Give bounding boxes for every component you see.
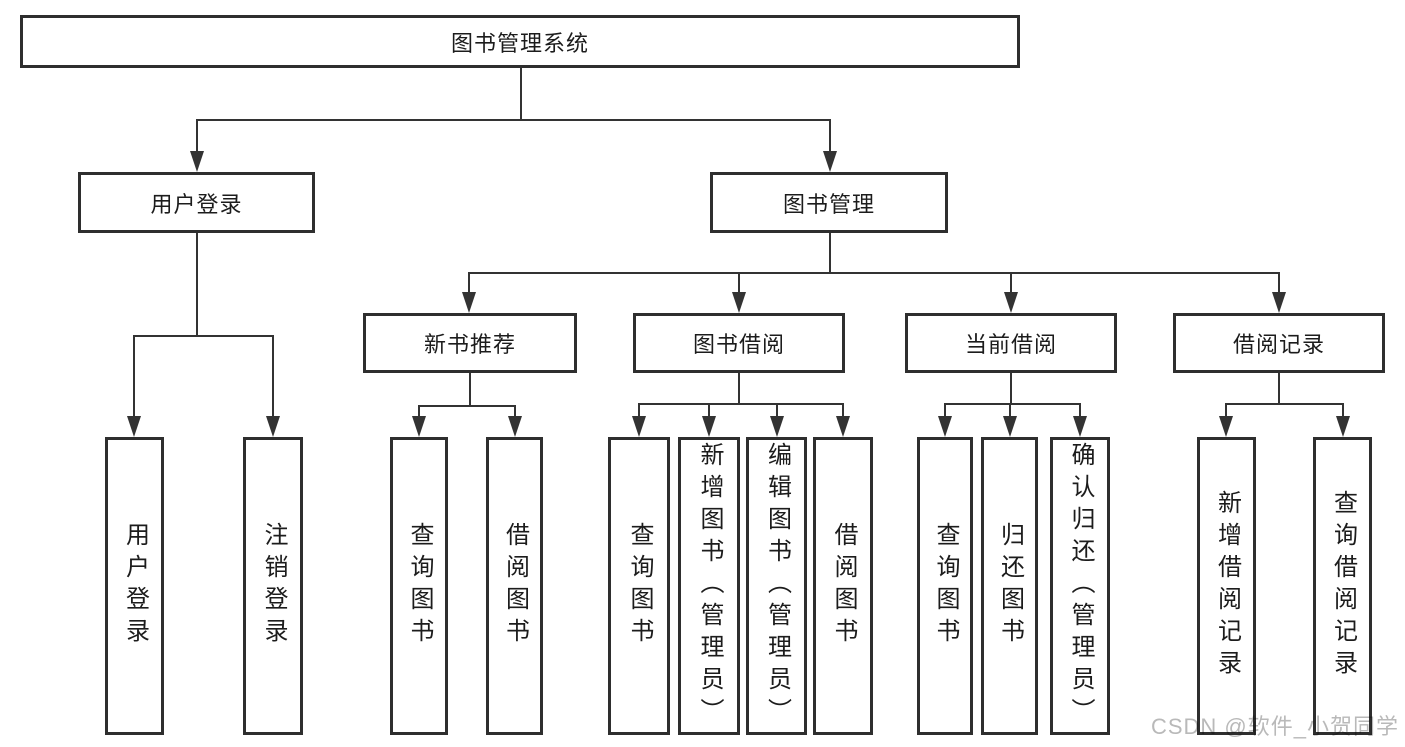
- connector-line: [638, 403, 640, 419]
- connector-line: [418, 405, 420, 419]
- arrow-down-icon: [127, 416, 141, 437]
- node-current-borrow-label: 当前借阅: [964, 332, 1057, 357]
- node-new-book-recommend-label: 新书推荐: [423, 332, 516, 357]
- node-book-borrow-label: 图书借阅: [692, 332, 785, 357]
- arrow-down-icon: [266, 416, 280, 437]
- arrow-down-icon: [770, 416, 784, 437]
- connector-line: [133, 335, 135, 419]
- node-new-book-recommend: 新书推荐: [363, 313, 577, 373]
- connector-line: [944, 403, 1081, 405]
- connector-line: [1010, 272, 1012, 294]
- connector-line: [196, 233, 198, 335]
- leaf-query-books-1: 查询图书: [390, 437, 448, 735]
- leaf-query-borrow-record: 查询借阅记录: [1313, 437, 1372, 735]
- connector-line: [1225, 403, 1344, 405]
- arrow-down-icon: [1004, 292, 1018, 313]
- arrow-down-icon: [1336, 416, 1350, 437]
- leaf-query-books-1-label: 查询图书: [406, 522, 433, 650]
- leaf-add-books-admin: 新增图书（管理员）: [678, 437, 740, 735]
- connector-line: [196, 119, 831, 121]
- arrow-down-icon: [732, 292, 746, 313]
- node-borrow-records: 借阅记录: [1173, 313, 1385, 373]
- arrow-down-icon: [823, 151, 837, 172]
- node-borrow-records-label: 借阅记录: [1232, 332, 1325, 357]
- connector-line: [1079, 403, 1081, 419]
- leaf-query-borrow-record-label: 查询借阅记录: [1329, 490, 1357, 682]
- connector-line: [738, 373, 740, 403]
- connector-line: [829, 233, 831, 272]
- arrow-down-icon: [702, 416, 716, 437]
- leaf-query-books-3-label: 查询图书: [932, 522, 959, 650]
- leaf-return-books-label: 归还图书: [996, 522, 1024, 650]
- connector-line: [738, 272, 740, 294]
- connector-line: [1225, 403, 1227, 419]
- leaf-query-books-2: 查询图书: [608, 437, 670, 735]
- leaf-edit-books-admin: 编辑图书（管理员）: [746, 437, 807, 735]
- arrow-down-icon: [190, 151, 204, 172]
- connector-line: [944, 403, 946, 419]
- node-user-login-label: 用户登录: [150, 191, 243, 217]
- arrow-down-icon: [632, 416, 646, 437]
- leaf-user-login: 用户登录: [105, 437, 164, 735]
- leaf-user-login-label: 用户登录: [121, 522, 149, 650]
- leaf-logout-label: 注销登录: [260, 522, 287, 650]
- arrow-down-icon: [1272, 292, 1286, 313]
- arrow-down-icon: [462, 292, 476, 313]
- connector-line: [1342, 403, 1344, 419]
- leaf-borrow-books-1: 借阅图书: [486, 437, 543, 735]
- connector-line: [520, 68, 522, 119]
- node-current-borrow: 当前借阅: [905, 313, 1117, 373]
- connector-line: [196, 119, 198, 155]
- leaf-add-borrow-record-label: 新增借阅记录: [1213, 490, 1241, 682]
- connector-line: [418, 405, 516, 407]
- connector-line: [829, 119, 831, 155]
- leaf-confirm-return-admin: 确认归还（管理员）: [1050, 437, 1110, 735]
- leaf-query-books-3: 查询图书: [917, 437, 973, 735]
- connector-line: [272, 335, 274, 419]
- connector-line: [1278, 373, 1280, 403]
- node-root: 图书管理系统: [20, 15, 1020, 68]
- leaf-return-books: 归还图书: [981, 437, 1038, 735]
- leaf-add-borrow-record: 新增借阅记录: [1197, 437, 1256, 735]
- arrow-down-icon: [938, 416, 952, 437]
- arrow-down-icon: [836, 416, 850, 437]
- watermark: CSDN @软件_小贺同学: [1150, 714, 1399, 739]
- connector-line: [468, 272, 470, 294]
- node-book-borrow: 图书借阅: [633, 313, 845, 373]
- connector-line: [1009, 403, 1011, 419]
- leaf-query-books-2-label: 查询图书: [626, 522, 653, 650]
- connector-line: [468, 272, 1280, 274]
- leaf-borrow-books-2: 借阅图书: [813, 437, 873, 735]
- connector-line: [514, 405, 516, 419]
- leaf-edit-books-admin-label: 编辑图书（管理员）: [763, 442, 791, 730]
- connector-line: [133, 335, 273, 337]
- node-book-management-label: 图书管理: [782, 191, 875, 217]
- connector-line: [1010, 373, 1012, 403]
- leaf-confirm-return-admin-label: 确认归还（管理员）: [1067, 442, 1094, 730]
- connector-line: [842, 403, 844, 419]
- node-book-management: 图书管理: [710, 172, 948, 233]
- leaf-logout: 注销登录: [243, 437, 303, 735]
- arrow-down-icon: [1003, 416, 1017, 437]
- leaf-borrow-books-2-label: 借阅图书: [830, 522, 857, 650]
- leaf-borrow-books-1-label: 借阅图书: [501, 522, 529, 650]
- node-user-login: 用户登录: [78, 172, 315, 233]
- arrow-down-icon: [1219, 416, 1233, 437]
- connector-line: [708, 403, 710, 419]
- node-root-label: 图书管理系统: [450, 30, 589, 56]
- arrow-down-icon: [1073, 416, 1087, 437]
- connector-line: [776, 403, 778, 419]
- connector-line: [638, 403, 844, 405]
- arrow-down-icon: [412, 416, 426, 437]
- connector-line: [1278, 272, 1280, 294]
- connector-line: [469, 373, 471, 405]
- arrow-down-icon: [508, 416, 522, 437]
- leaf-add-books-admin-label: 新增图书（管理员）: [696, 442, 723, 730]
